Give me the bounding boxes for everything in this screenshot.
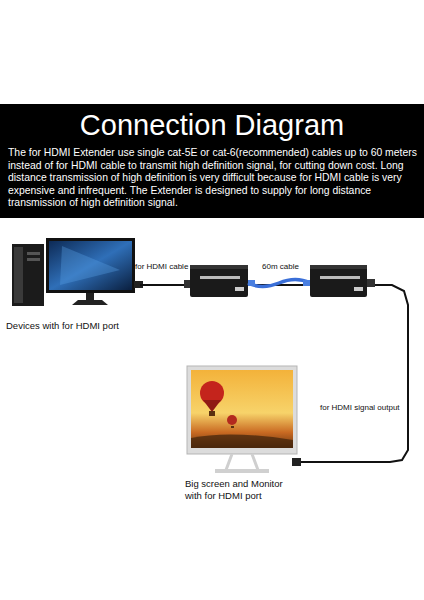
source-device: Devices with for HDMI port [6,236,140,332]
cable-label: for HDMI cable [135,262,195,272]
hdmi-plug [134,281,143,288]
device-caption: Devices with for HDMI port [6,320,140,332]
rj45-plug [248,280,255,286]
hdmi-signal-cable [140,285,408,462]
computer-illustration [12,238,135,306]
receiver-box [310,265,375,297]
transmitter-box [184,265,248,297]
output-label: for HDMI signal output [320,403,410,413]
description-text: The for HDMI Extender use single cat-5E … [8,147,418,210]
title-band [0,104,424,218]
rj45-plug [303,280,310,286]
cable-label: 60m cable [262,262,312,272]
diagram-title: Connection Diagram [0,108,424,142]
device-caption: Big screen and Monitor with for HDMI por… [185,478,299,502]
display-device: Big screen and Monitor with for HDMI por… [185,362,299,502]
tv-illustration [187,366,297,473]
cat6-cable [248,280,310,287]
hdmi-plug [292,458,301,466]
